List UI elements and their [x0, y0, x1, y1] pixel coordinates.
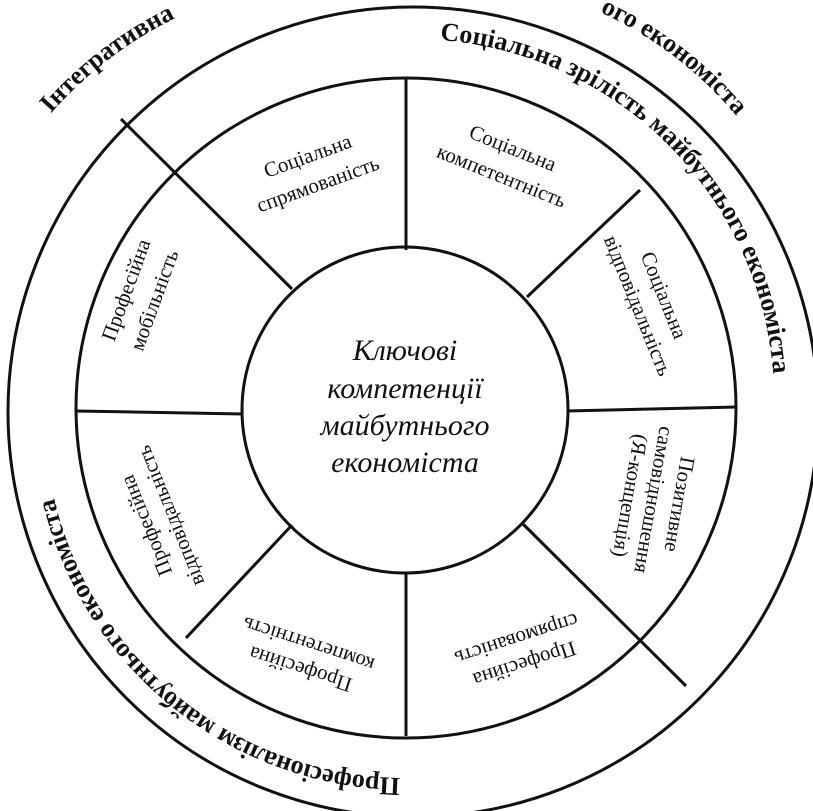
segment-social-responsibility: Соціальна відповідальність [599, 232, 693, 379]
divider-left [75, 409, 244, 416]
outer-circle [6, 5, 813, 811]
center-line: економіста [331, 446, 479, 479]
segment-social-competence: Соціальна компетентність [434, 120, 570, 213]
divider-bottom-right [521, 522, 688, 688]
segment-positive-self-attitude: Позитивне самовідношення (Я-концепція) [608, 425, 700, 576]
center-line: майбутнього [319, 409, 489, 442]
center-line: Ключові [352, 334, 457, 367]
divider-top-right [525, 188, 642, 299]
segment-professional-mobility: Професійна мобільність [96, 235, 183, 354]
divider-right [566, 405, 738, 413]
divider-top-left [119, 117, 294, 291]
outer-label-social-maturity: Соціальна зрілість майбутнього економіст… [439, 17, 796, 375]
segment-professional-orientation: Професійна спрямованість [452, 608, 582, 692]
segment-social-orientation: Соціальна спрямованість [253, 129, 382, 218]
divider-bottom-left [184, 523, 294, 640]
center-text: Ключові компетенції майбутнього економіс… [319, 334, 489, 479]
center-line: компетенції [327, 372, 484, 405]
segment-dividers [75, 78, 738, 736]
segment-professional-competence: Професійна компетентність [239, 612, 377, 697]
